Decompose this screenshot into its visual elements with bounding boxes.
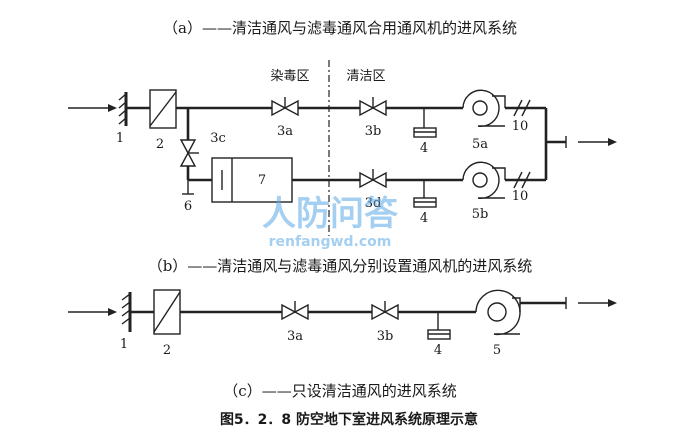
label-3a: 3a: [277, 124, 293, 139]
label-5b: 5b: [472, 207, 489, 222]
zone-label-clean: 清洁区: [346, 69, 385, 84]
caption-b: （b）——清洁通风与滤毒通风分别设置通风机的进风系统: [148, 257, 533, 275]
label-c-1: 1: [120, 337, 128, 352]
watermark-main: 人防问答: [262, 194, 399, 234]
valve-3b-c: [371, 301, 399, 321]
drain-6: [182, 180, 194, 195]
label-4a: 4: [420, 141, 428, 156]
zone-label-contaminated: 染毒区: [270, 69, 309, 84]
label-4b: 4: [420, 211, 428, 226]
caption-c: （c）——只设清洁通风的进风系统: [223, 382, 456, 400]
watermark-sub: renfangwd.com: [269, 234, 392, 250]
label-10a: 10: [512, 119, 529, 134]
damper-10a: [513, 99, 531, 117]
label-3b: 3b: [365, 124, 382, 139]
fan-5b: [462, 161, 506, 199]
gauge-4a: [413, 108, 437, 138]
gauge-4c: [427, 312, 451, 340]
figure-title: 图5．2．8 防空地下室进风系统原理示意: [220, 411, 478, 428]
inlet-arrow-head: [108, 104, 117, 112]
label-1: 1: [116, 131, 124, 146]
valve-3a-c: [281, 301, 309, 321]
filter-2: [149, 89, 177, 129]
label-5a: 5a: [472, 137, 488, 152]
watermark: 人防问答 renfangwd.com: [262, 194, 399, 250]
blast-damper-1: [118, 92, 128, 126]
label-7: 7: [258, 173, 266, 188]
label-c-4: 4: [434, 343, 442, 358]
label-3d: 3d: [365, 196, 382, 211]
valve-3c: [179, 139, 199, 167]
diagram-c: 1 2 3a 3b 4 5: [68, 289, 617, 358]
valve-3d: [359, 169, 387, 189]
label-c-3b: 3b: [377, 329, 394, 344]
diagram-a: 1 2 3c 3a 3b 4 5a 10 6 7 3d 4 5b 10: [68, 89, 617, 226]
label-c-3a: 3a: [287, 329, 303, 344]
label-6: 6: [184, 199, 192, 214]
damper-10b: [513, 171, 531, 189]
gauge-4b: [413, 180, 437, 208]
label-c-5: 5: [493, 343, 501, 358]
blast-damper-1c: [121, 292, 132, 332]
caption-a: （a）——清洁通风与滤毒通风合用通风机的进风系统: [163, 19, 517, 37]
valve-3b: [359, 97, 387, 117]
label-3c: 3c: [210, 131, 226, 146]
filter-2c: [153, 289, 181, 335]
fan-5a: [462, 89, 506, 127]
fan-5c: [475, 289, 521, 336]
label-2: 2: [156, 137, 164, 152]
label-c-2: 2: [163, 343, 171, 358]
valve-3a: [271, 97, 299, 117]
label-10b: 10: [512, 189, 529, 204]
